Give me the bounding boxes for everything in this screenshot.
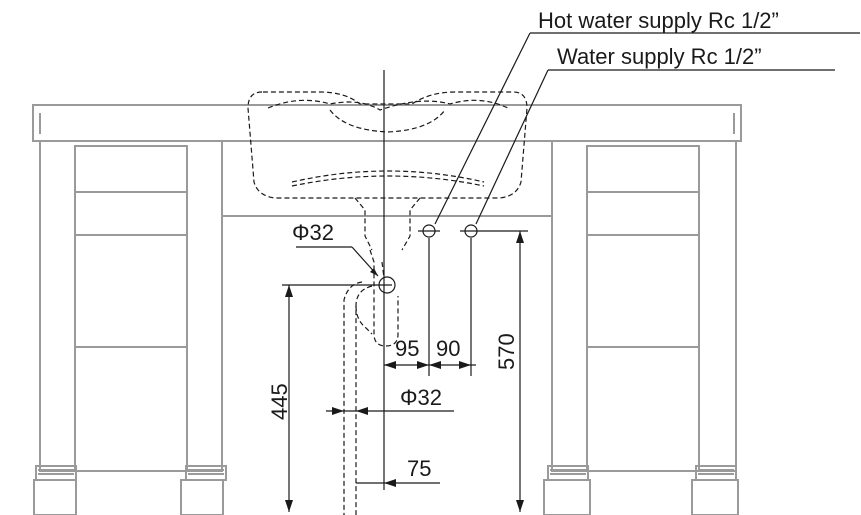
hot-water-leader (434, 32, 531, 225)
dimension-75-label: 75 (407, 456, 431, 481)
dimension-95-label: 95 (395, 336, 419, 361)
supply-leaders (434, 32, 860, 225)
drain-diameter-top-callout (296, 246, 379, 277)
dimension-95-90 (384, 238, 476, 376)
drain-diameter-pipe-dimension (326, 407, 454, 415)
right-cabinet (543, 140, 739, 515)
water-supply-label: Water supply Rc 1/2” (557, 44, 762, 69)
supply-fittings (418, 224, 528, 238)
washbasin-outline (247, 91, 528, 251)
drain-diameter-pipe-label: Φ32 (400, 385, 442, 410)
drain-trap (343, 249, 399, 515)
dimension-570 (516, 231, 524, 512)
vanity-cabinet (32, 104, 742, 515)
drain-diameter-top-label: Φ32 (292, 220, 334, 245)
left-cabinet (33, 140, 227, 515)
dimension-445-label: 445 (267, 383, 292, 420)
hot-water-supply-label: Hot water supply Rc 1/2” (538, 8, 779, 33)
countertop (32, 104, 742, 142)
water-leader (475, 69, 549, 225)
dimension-570-label: 570 (494, 333, 519, 370)
dimension-75 (356, 479, 440, 487)
dimension-445 (282, 284, 392, 512)
dimension-90-label: 90 (436, 336, 460, 361)
